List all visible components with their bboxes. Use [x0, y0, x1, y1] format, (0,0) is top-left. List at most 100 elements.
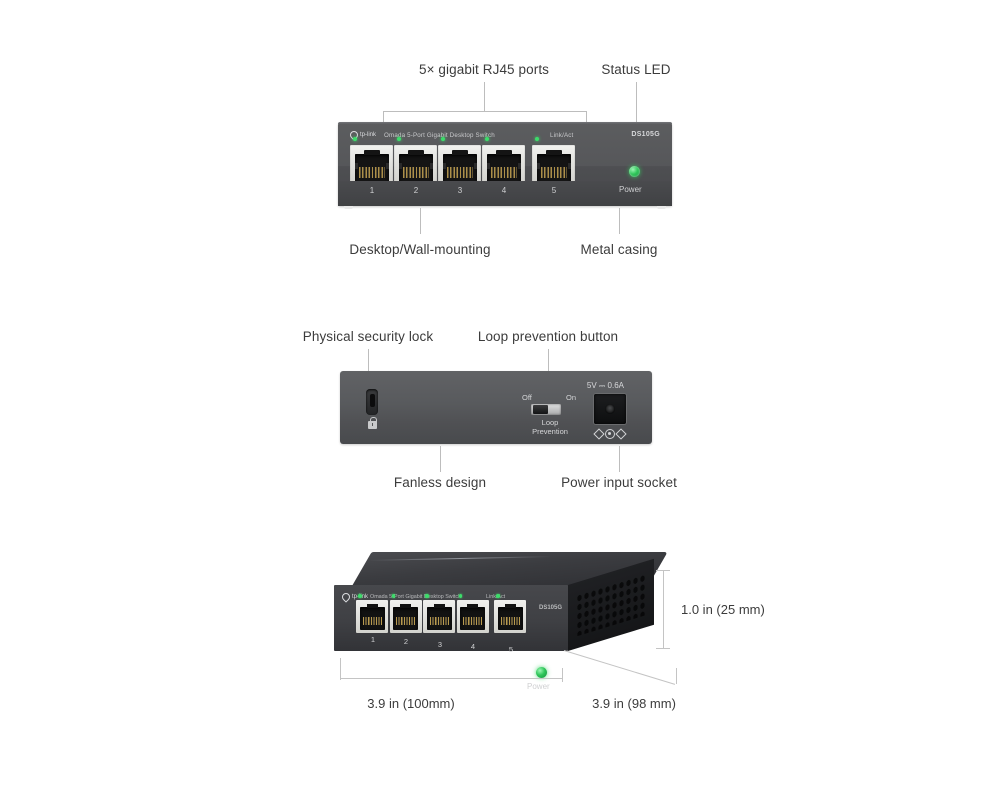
- iso-rj45-port-3[interactable]: [423, 594, 455, 633]
- iso-rj45-port-4[interactable]: [456, 594, 489, 633]
- dim-width-line: [340, 678, 562, 679]
- switch-labels: Off On: [522, 393, 578, 403]
- front-top-edge: [338, 122, 672, 124]
- jack-tab-right: [429, 163, 433, 169]
- leader-power-input-socket: [619, 446, 620, 472]
- dim-height-tick-bottom: [656, 648, 670, 649]
- jack-pins: [402, 167, 429, 178]
- isometric-view-group: tp-link Omada 5-Port Gigabit Desktop Swi…: [330, 552, 690, 692]
- callout-status-led: Status LED: [601, 62, 671, 77]
- port-number-4: 4: [501, 186, 507, 195]
- jack-tab-left: [486, 163, 490, 169]
- jack-tab-left: [354, 163, 358, 169]
- rj45-jack: [359, 604, 385, 630]
- port-led-icon: [425, 594, 429, 598]
- iso-rj45-port-5[interactable]: [494, 594, 526, 633]
- tp-link-glyph-icon: [340, 591, 352, 603]
- tp-link-logo: tp-link: [348, 129, 377, 141]
- tp-link-wordmark: tp-link: [360, 132, 377, 138]
- switch-track[interactable]: [531, 404, 561, 415]
- rj45-jack: [442, 150, 477, 185]
- model-number: DS105G: [631, 131, 660, 138]
- switch-on-label: On: [565, 393, 576, 402]
- switch-caption-line1: Loop: [541, 418, 559, 427]
- callout-power-input-socket: Power input socket: [561, 475, 677, 490]
- iso-rj45-port-1[interactable]: [356, 594, 388, 633]
- polarity-symbol-icon: [593, 428, 627, 440]
- callout-physical-security-lock: Physical security lock: [302, 329, 434, 344]
- jack-pins: [429, 617, 449, 625]
- iso-port-number-3: 3: [437, 640, 443, 649]
- jack-pins: [540, 167, 567, 178]
- port-led-icon: [441, 137, 445, 141]
- callout-fanless-design: Fanless design: [393, 475, 487, 490]
- power-rating-label: 5V ⎓ 0.6A: [586, 381, 624, 390]
- polarity-center: [605, 429, 615, 439]
- power-led-icon: [629, 166, 640, 177]
- leader-rj45-bracket-right: [586, 111, 587, 122]
- switch-caption-line2: Prevention: [532, 427, 568, 436]
- dim-width-tick-left: [340, 658, 341, 680]
- jack-tab-left: [536, 163, 540, 169]
- lock-icon: [368, 417, 377, 429]
- callout-desktop-wall-mounting: Desktop/Wall-mounting: [349, 242, 491, 257]
- jack-tab-right: [567, 163, 571, 169]
- jack-tab-right: [517, 163, 521, 169]
- jack-tab-left: [442, 163, 446, 169]
- port-number-5: 5: [551, 186, 557, 195]
- port-number-3: 3: [457, 186, 463, 195]
- rj45-jack: [354, 150, 389, 185]
- jack-pins: [463, 617, 482, 625]
- dc-power-socket[interactable]: [594, 394, 626, 424]
- port-led-icon: [391, 594, 395, 598]
- jack-tab-right: [385, 163, 389, 169]
- iso-silkscreen-title: Omada 5-Port Gigabit Desktop Switch: [370, 594, 462, 600]
- jack-tab-left: [398, 163, 402, 169]
- leader-rj45-bracket-left: [383, 111, 384, 122]
- switch-off-label: Off: [522, 393, 532, 402]
- port-led-icon: [458, 594, 462, 598]
- switch-caption: Loop Prevention: [518, 418, 582, 436]
- port-led-icon: [397, 137, 401, 141]
- iso-port-number-2: 2: [403, 637, 409, 646]
- dim-depth-tick-right: [676, 668, 677, 684]
- mounting-foot-right: [657, 206, 666, 209]
- dim-height-label: 1.0 in (25 mm): [681, 602, 765, 617]
- kensington-lock-slot[interactable]: [366, 389, 378, 415]
- dim-width-tick-right: [562, 668, 563, 682]
- iso-power-led-icon: [536, 667, 547, 678]
- rj45-jack: [398, 150, 433, 185]
- loop-prevention-switch[interactable]: Off On Loop Prevention: [522, 393, 578, 436]
- callout-rj45-ports: 5× gigabit RJ45 ports: [418, 62, 550, 77]
- rj45-jack: [426, 604, 452, 630]
- dim-width-label: 3.9 in (100mm): [367, 696, 455, 711]
- port-led-icon: [496, 594, 500, 598]
- jack-pins: [362, 617, 382, 625]
- jack-pins: [500, 617, 520, 625]
- switch-knob[interactable]: [533, 405, 548, 414]
- iso-link-act-label: Link/Act: [486, 594, 505, 600]
- dim-height-line: [663, 570, 664, 648]
- iso-rj45-port-bank: [356, 594, 526, 633]
- leader-desktop-mounting: [420, 208, 421, 234]
- iso-port-number-4: 4: [470, 642, 476, 651]
- iso-rj45-port-2[interactable]: [389, 594, 422, 633]
- port-led-icon: [535, 137, 539, 141]
- jack-pins: [446, 167, 473, 178]
- rj45-jack: [497, 604, 523, 630]
- front-panel: tp-link Omada 5-Port Gigabit Desktop Swi…: [338, 122, 672, 209]
- jack-tab-right: [473, 163, 477, 169]
- jack-pins: [396, 617, 415, 625]
- front-silkscreen-title: Omada 5-Port Gigabit Desktop Switch: [384, 132, 495, 139]
- port-led-icon: [485, 137, 489, 141]
- jack-pins: [358, 167, 385, 178]
- power-label: Power: [619, 185, 642, 194]
- port-led-icon: [358, 594, 362, 598]
- callout-loop-prevention-button: Loop prevention button: [477, 329, 619, 344]
- rj45-jack: [393, 604, 418, 630]
- dim-height-tick-top: [656, 570, 670, 571]
- rj45-jack: [486, 150, 521, 185]
- iso-power-label: Power: [527, 682, 550, 691]
- rj45-jack: [536, 150, 571, 185]
